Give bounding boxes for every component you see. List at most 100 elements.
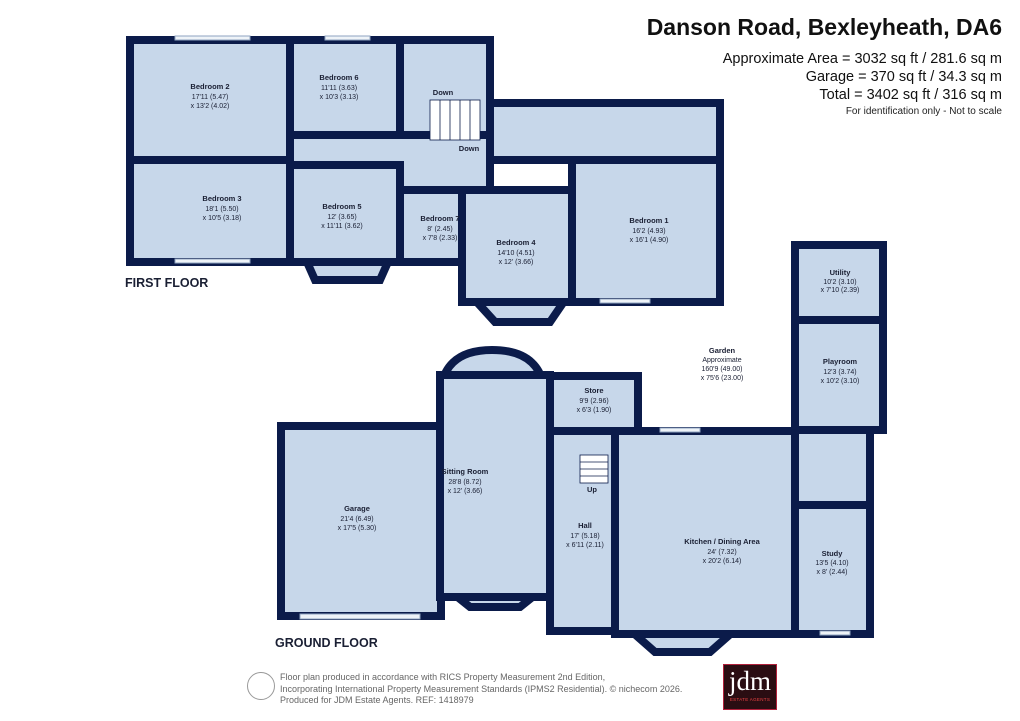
svg-text:x 7'10 (2.39): x 7'10 (2.39) bbox=[821, 287, 860, 294]
stairs bbox=[579, 454, 609, 484]
svg-text:x 16'1 (4.90): x 16'1 (4.90) bbox=[630, 237, 669, 244]
room-bedroom-3 bbox=[126, 156, 294, 266]
svg-text:12'3 (3.74): 12'3 (3.74) bbox=[823, 369, 856, 376]
label-kitchen-dining: Kitchen / Dining Area 24' (7.32) x 20'2 (6… bbox=[684, 537, 760, 565]
svg-text:12' (3.65): 12' (3.65) bbox=[327, 214, 356, 221]
first-floor-label: FIRST FLOOR bbox=[125, 276, 208, 290]
svg-text:Approximate: Approximate bbox=[702, 357, 741, 364]
svg-text:11'11 (3.63): 11'11 (3.63) bbox=[321, 85, 357, 92]
window bbox=[819, 630, 851, 636]
room-study bbox=[791, 501, 874, 638]
svg-text:x 13'2 (4.02): x 13'2 (4.02) bbox=[191, 103, 230, 110]
label-bedroom-5: Bedroom 5 12' (3.65) x 11'11 (3.62) bbox=[321, 202, 363, 230]
footer-line: Incorporating International Property Mea… bbox=[280, 683, 683, 694]
total-area: Total = 3402 sq ft / 316 sq m bbox=[819, 87, 1002, 103]
stairs-down-label: Down bbox=[459, 144, 480, 153]
svg-text:160'9 (49.00): 160'9 (49.00) bbox=[701, 366, 742, 373]
svg-text:Bedroom 7: Bedroom 7 bbox=[420, 214, 459, 223]
svg-text:x 17'5 (5.30): x 17'5 (5.30) bbox=[338, 525, 377, 532]
svg-text:21'4 (6.49): 21'4 (6.49) bbox=[340, 516, 373, 523]
ground-floor-label: GROUND FLOOR bbox=[275, 636, 378, 650]
garage-door bbox=[299, 613, 421, 620]
svg-text:9'9 (2.96): 9'9 (2.96) bbox=[579, 398, 608, 405]
svg-text:Bedroom 2: Bedroom 2 bbox=[190, 82, 229, 91]
bathrooms bbox=[486, 99, 724, 164]
footer-line: Produced for JDM Estate Agents. REF: 141… bbox=[280, 695, 474, 705]
svg-text:x 10'5 (3.18): x 10'5 (3.18) bbox=[203, 215, 242, 222]
garage-area: Garage = 370 sq ft / 34.3 sq m bbox=[805, 69, 1002, 85]
svg-text:Sitting Room: Sitting Room bbox=[442, 467, 489, 476]
room-kitchen-dining bbox=[611, 427, 799, 638]
svg-text:10'2 (3.10): 10'2 (3.10) bbox=[823, 279, 856, 286]
svg-text:x 6'3 (1.90): x 6'3 (1.90) bbox=[577, 407, 612, 414]
svg-text:17'11 (5.47): 17'11 (5.47) bbox=[192, 94, 229, 101]
svg-text:Playroom: Playroom bbox=[823, 357, 858, 366]
disclaimer-note: For identification only - Not to scale bbox=[845, 106, 1002, 117]
logo-text: jdm bbox=[728, 666, 771, 696]
label-bedroom-6: Bedroom 611'11 (3.63)x 10'3 (3.13) bbox=[319, 73, 358, 101]
stairs-down-label: Down bbox=[433, 88, 454, 97]
room-playroom bbox=[791, 316, 887, 434]
label-sitting-room: Sitting Room 28'8 (8.72) x 12' (3.66) bbox=[442, 467, 489, 495]
svg-text:x 11'11 (3.62): x 11'11 (3.62) bbox=[321, 223, 363, 230]
person-icon bbox=[247, 672, 275, 700]
room-garage bbox=[277, 422, 445, 620]
svg-text:Utility: Utility bbox=[830, 268, 852, 277]
wc-and-lobby bbox=[791, 426, 874, 509]
svg-text:Bedroom 3: Bedroom 3 bbox=[202, 194, 241, 203]
svg-text:Hall: Hall bbox=[578, 521, 592, 530]
logo-subtext: ESTATE AGENTS bbox=[729, 697, 771, 702]
label-hall: Hall 17' (5.18) x 6'11 (2.11) bbox=[566, 521, 604, 549]
svg-text:18'1 (5.50): 18'1 (5.50) bbox=[205, 206, 238, 213]
svg-text:x 7'8 (2.33): x 7'8 (2.33) bbox=[423, 235, 458, 242]
label-bedroom-7: Bedroom 7 8' (2.45) x 7'8 (2.33) bbox=[420, 214, 459, 242]
svg-text:16'2 (4.93): 16'2 (4.93) bbox=[632, 228, 665, 235]
window bbox=[599, 298, 651, 304]
svg-text:Study: Study bbox=[822, 549, 844, 558]
svg-text:x 8' (2.44): x 8' (2.44) bbox=[817, 569, 848, 576]
stairs bbox=[429, 99, 481, 141]
svg-text:Bedroom 1: Bedroom 1 bbox=[629, 216, 668, 225]
room-sitting-room bbox=[436, 371, 554, 601]
svg-text:x 10'3 (3.13): x 10'3 (3.13) bbox=[320, 94, 359, 101]
jdm-logo: jdm ESTATE AGENTS bbox=[723, 664, 777, 710]
svg-text:Garage: Garage bbox=[344, 504, 370, 513]
svg-text:x 12' (3.66): x 12' (3.66) bbox=[499, 259, 534, 266]
label-utility: Utility 10'2 (3.10)x 7'10 (2.39) bbox=[821, 268, 860, 294]
room-bedroom-1 bbox=[568, 156, 724, 306]
svg-text:x 75'6 (23.00): x 75'6 (23.00) bbox=[701, 375, 744, 382]
label-garage: Garage 21'4 (6.49) x 17'5 (5.30) bbox=[338, 504, 377, 532]
window bbox=[174, 258, 251, 264]
svg-text:Garden: Garden bbox=[709, 346, 736, 355]
footer-text: Floor plan produced in accordance with R… bbox=[280, 672, 682, 707]
svg-text:Bedroom 5: Bedroom 5 bbox=[322, 202, 361, 211]
window bbox=[324, 35, 371, 41]
label-bedroom-3: Bedroom 3 18'1 (5.50) x 10'5 (3.18) bbox=[202, 194, 241, 222]
svg-text:28'8 (8.72): 28'8 (8.72) bbox=[448, 479, 481, 486]
svg-text:x 6'11 (2.11): x 6'11 (2.11) bbox=[566, 542, 604, 549]
svg-text:x 12' (3.66): x 12' (3.66) bbox=[448, 488, 483, 495]
svg-text:Kitchen / Dining Area: Kitchen / Dining Area bbox=[684, 537, 760, 546]
window bbox=[174, 35, 251, 41]
svg-text:17' (5.18): 17' (5.18) bbox=[570, 533, 599, 540]
approx-area: Approximate Area = 3032 sq ft / 281.6 sq… bbox=[722, 51, 1002, 67]
footer-line: Floor plan produced in accordance with R… bbox=[280, 672, 606, 682]
label-store: Store 9'9 (2.96) x 6'3 (1.90) bbox=[577, 386, 612, 414]
svg-text:x 20'2 (6.14): x 20'2 (6.14) bbox=[703, 558, 742, 565]
label-bedroom-4: Bedroom 414'10 (4.51)x 12' (3.66) bbox=[496, 238, 536, 266]
svg-text:24' (7.32): 24' (7.32) bbox=[707, 549, 736, 556]
ground-floor-plan: Up Garage 21'4 (6.49) x 17'5 (5.30) Sittin… bbox=[275, 241, 887, 656]
stairs-up-label: Up bbox=[587, 485, 597, 494]
label-bedroom-2: Bedroom 2 17'11 (5.47) x 13'2 (4.02) bbox=[190, 82, 229, 110]
room-store bbox=[546, 372, 642, 435]
svg-text:Bedroom 4: Bedroom 4 bbox=[496, 238, 536, 247]
svg-text:Store: Store bbox=[584, 386, 603, 395]
property-title: Danson Road, Bexleyheath, DA6 bbox=[646, 14, 1002, 40]
svg-text:8' (2.45): 8' (2.45) bbox=[427, 226, 452, 233]
first-floor-plan: Down Down Bedroom 2 17'11 (5.47) x 13'2 (4… bbox=[125, 35, 724, 326]
